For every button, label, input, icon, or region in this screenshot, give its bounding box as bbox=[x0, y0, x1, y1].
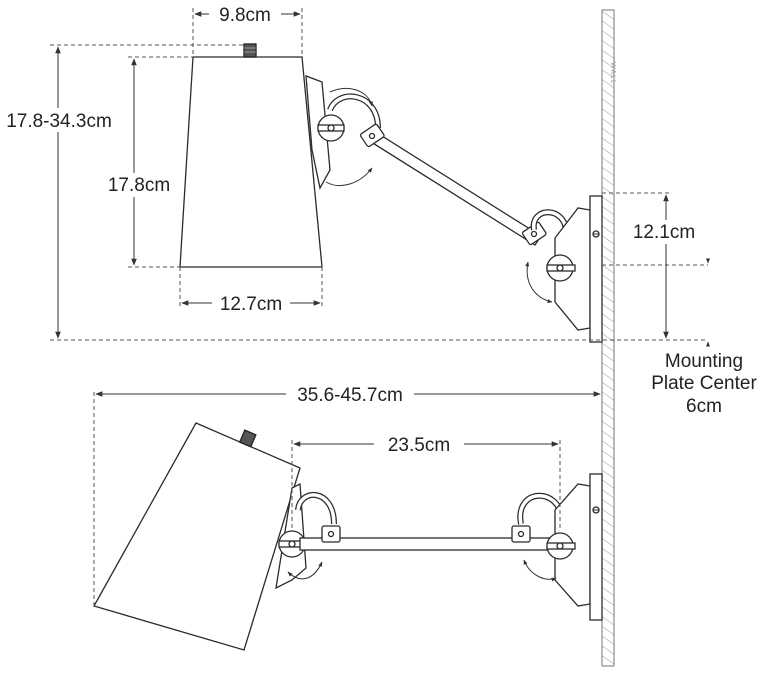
dim-shade-height-label: 17.8cm bbox=[108, 175, 170, 196]
top-lamp bbox=[179, 43, 603, 343]
top-dimension-lines bbox=[50, 8, 710, 347]
top-mounting-plate bbox=[589, 195, 603, 343]
bottom-label-masks bbox=[286, 382, 464, 456]
mounting-note-line3: 6cm bbox=[686, 396, 722, 417]
top-arm bbox=[367, 130, 542, 246]
dim-top-width-label: 9.8cm bbox=[219, 5, 271, 26]
dim-plate-height-label: 12.1cm bbox=[633, 222, 695, 243]
top-label-masks bbox=[0, 3, 700, 314]
wall-label: WALL bbox=[609, 62, 616, 85]
mounting-note-line2: Plate Center bbox=[651, 373, 757, 394]
bottom-lamp bbox=[93, 422, 603, 651]
bottom-rotation-arrows bbox=[287, 559, 557, 582]
bottom-shade bbox=[93, 422, 301, 651]
dim-arm-length-label: 23.5cm bbox=[388, 435, 450, 456]
wall: WALL bbox=[601, 9, 616, 667]
bottom-shade-knob bbox=[238, 429, 257, 448]
dim-overall-height-label: 17.8-34.3cm bbox=[6, 111, 112, 132]
dim-extension-label: 35.6-45.7cm bbox=[297, 385, 403, 406]
mounting-note-line1: Mounting bbox=[665, 351, 743, 372]
top-shade-knob bbox=[243, 43, 257, 58]
top-rotation-arrows bbox=[325, 88, 553, 303]
top-shade bbox=[179, 56, 323, 268]
dim-shade-bottom-width-label: 12.7cm bbox=[220, 294, 282, 315]
bottom-mounting-plate bbox=[589, 473, 603, 621]
